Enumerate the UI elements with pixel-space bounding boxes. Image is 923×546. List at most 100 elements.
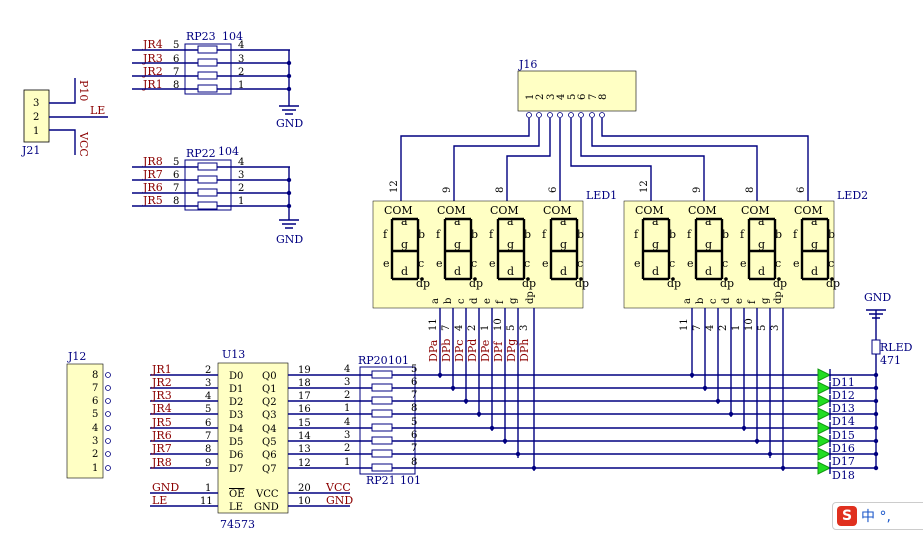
- rp21-ref: RP21: [366, 474, 396, 487]
- led-diode-d16-body: [817, 434, 832, 448]
- u13-pwr-pin-0: 20: [298, 483, 311, 494]
- rp22-rpin-2: 2: [238, 183, 244, 194]
- j16-pin-8: 8: [598, 94, 609, 100]
- j12-ref: J12: [67, 350, 86, 363]
- j16-connector: J16 1 2 3 4 5 6 7 8: [400, 58, 809, 201]
- sogou-logo-icon[interactable]: S: [837, 506, 857, 526]
- ime-mode-text[interactable]: 中 °,: [861, 509, 891, 525]
- led-diode-d12-label: D12: [832, 389, 855, 402]
- rp23-lpin-2: 7: [173, 67, 179, 78]
- led2-digit-3-outline: [800, 217, 830, 281]
- led-diode-d13-body: [817, 394, 832, 408]
- u13-in-name-2: D2: [229, 397, 243, 408]
- j16-ref: J16: [518, 58, 537, 71]
- rp23-net-2: JR2: [142, 65, 163, 78]
- u13-out-name-7: Q7: [262, 464, 277, 475]
- led-diode-d11-body: [817, 368, 832, 382]
- led1-digit-2-seg-b-label: b: [524, 228, 531, 241]
- rp20-lpin-6: 2: [344, 443, 350, 454]
- led1-digit-1-seg-e-label: e: [436, 257, 443, 270]
- led2-digit-0-seg-dp-label: dp: [667, 277, 681, 290]
- j21-ref: J21: [21, 144, 40, 157]
- led2-seg-f: f: [747, 299, 758, 304]
- dp-net-e: DPe: [479, 340, 492, 362]
- rp23-gnd: GND: [276, 117, 303, 130]
- j16-pin-4: 4: [556, 94, 567, 100]
- led1-digit-3-seg-b-label: b: [577, 228, 584, 241]
- led2-digit-1-seg-f-label: f: [687, 228, 692, 241]
- rp20-lpin-4: 4: [344, 417, 350, 428]
- u13-ctrl-name-oe: OE: [229, 489, 245, 500]
- dp-net-d: DPd: [466, 339, 479, 362]
- led2-digit-0-dp-dot: [671, 277, 675, 281]
- led2-seg-d: d: [721, 297, 732, 304]
- led2-digit-1-outline: [694, 217, 724, 281]
- led2-digit-1-seg-b-label: b: [722, 228, 729, 241]
- u13-in-pin-2: 4: [205, 391, 211, 402]
- rled-ref: RLED: [880, 341, 913, 354]
- led2-digit-2-dp-dot: [777, 277, 781, 281]
- led1-seg-dp: dp: [525, 291, 536, 304]
- led1-digit-2-com-label: COM: [490, 204, 519, 217]
- led1-segnum-6: 5: [506, 325, 517, 331]
- u13-in-name-1: D1: [229, 384, 243, 395]
- j16-pin-5: 5: [567, 94, 578, 100]
- ime-toolbar[interactable]: S 中 °,: [832, 502, 923, 530]
- led-diode-d11-label: D11: [832, 376, 855, 389]
- bus-junctions: [437, 372, 786, 471]
- dp-net-c: DPc: [453, 340, 466, 362]
- led2-digit-2-seg-dp-label: dp: [773, 277, 787, 290]
- led2-digit-1-seg-g-label: g: [705, 238, 712, 251]
- rp20-rpin-6: 7: [411, 443, 417, 454]
- u13-in-name-0: D0: [229, 371, 243, 382]
- led1-digit-0-seg-c-label: c: [418, 257, 424, 270]
- led2-digit-1-dp-dot: [724, 277, 728, 281]
- led2-digit-0-seg-g-label: g: [652, 238, 659, 251]
- j12-pin-3: 3: [92, 436, 98, 447]
- led1-com-pin-0: 12: [389, 180, 400, 193]
- u13-in-name-3: D3: [229, 410, 243, 421]
- led2-digit-0-seg-a-label: a: [652, 215, 659, 228]
- led1-digit-2-seg-f-label: f: [489, 228, 494, 241]
- u13-in-pin-1: 3: [205, 378, 211, 389]
- j12-pin-6: 6: [92, 396, 98, 407]
- led2-seg-dp: dp: [773, 291, 784, 304]
- u13-in-pin-5: 7: [205, 431, 211, 442]
- rp22-lpin-1: 6: [173, 170, 179, 181]
- led2-digit-3-seg-dp-label: dp: [826, 277, 840, 290]
- led-diode-d14-body: [817, 407, 832, 421]
- u13-in-pin-4: 6: [205, 418, 211, 429]
- led1-ref: LED1: [586, 189, 617, 202]
- rp22-lpin-0: 5: [173, 157, 179, 168]
- led-diode-d13-lead: [829, 395, 876, 407]
- led1-seg-g: g: [508, 297, 519, 304]
- led1-digit-1-seg-a-label: a: [454, 215, 461, 228]
- u13-in-pin-0: 2: [205, 365, 211, 376]
- led1-digit-0-dp-dot: [420, 277, 424, 281]
- u13-out-name-3: Q3: [262, 410, 277, 421]
- u13-ctrl-net-1: LE: [152, 494, 167, 507]
- led2-segnum-0: 11: [679, 318, 690, 331]
- rp20-rpin-4: 5: [411, 417, 417, 428]
- led-diode-d13-label: D13: [832, 402, 855, 415]
- led1-digit-0-seg-d-label: d: [401, 265, 408, 278]
- u13-out-pin-0: 19: [298, 365, 311, 376]
- led2-segnum-5: 10: [744, 318, 755, 331]
- led1-digit-1-outline: [443, 217, 473, 281]
- led1-segnum-5: 10: [493, 318, 504, 331]
- led2-seg-c: c: [708, 298, 719, 304]
- led1-segnum-1: 7: [441, 325, 452, 331]
- rp20-rpin-0: 5: [411, 364, 417, 375]
- rp23-rpin-3: 1: [238, 80, 244, 91]
- led-diode-d16-label: D16: [832, 442, 855, 455]
- led2-segnum-2: 4: [705, 325, 716, 331]
- led1-seg-e: e: [482, 298, 493, 304]
- rp23-block: RP23 104 JR4 JR3 JR2 JR1 5 6 7 8 4 3 2 1…: [132, 30, 303, 130]
- led1-digit-0-seg-f-label: f: [383, 228, 388, 241]
- led1-digit-1-seg-g-label: g: [454, 238, 461, 251]
- u13-in-net-5: JR6: [151, 429, 172, 442]
- output-bus: [392, 374, 818, 469]
